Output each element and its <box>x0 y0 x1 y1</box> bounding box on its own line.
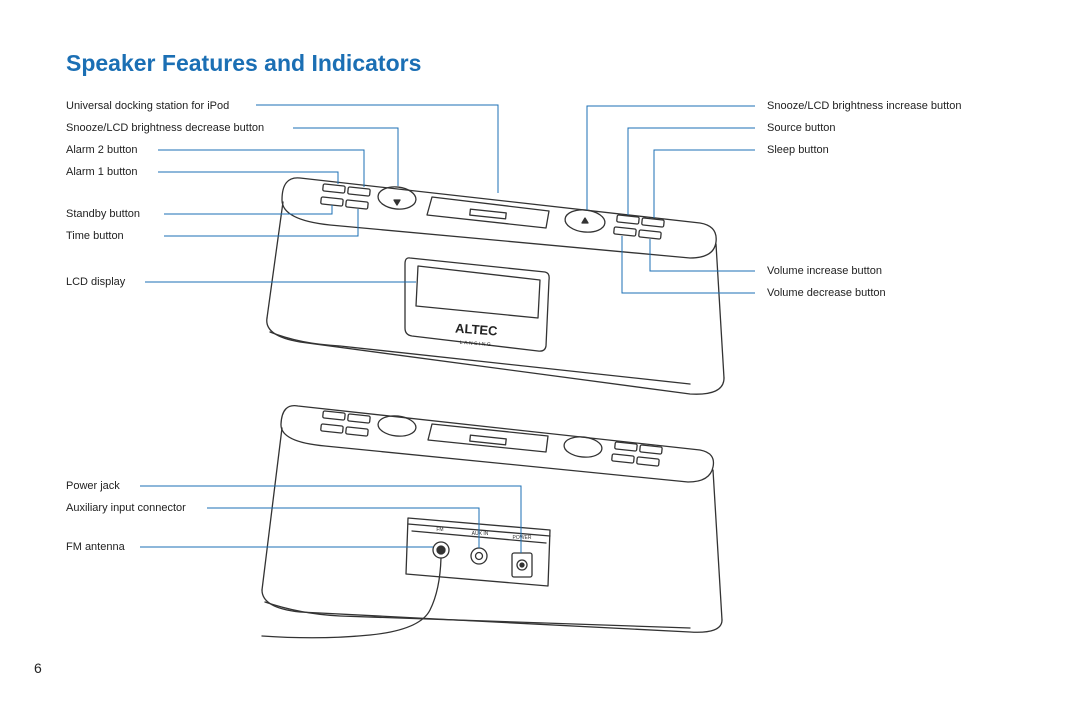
callout-volume-increase: Volume increase button <box>767 265 882 277</box>
leader-aux-input <box>207 507 480 548</box>
callout-lcd-display: LCD display <box>66 276 126 288</box>
front-body-right <box>715 243 725 379</box>
callout-sleep: Sleep button <box>767 144 829 156</box>
callout-snooze-decrease: Snooze/LCD brightness decrease button <box>66 122 265 134</box>
callout-snooze-increase: Snooze/LCD brightness increase button <box>767 100 962 112</box>
callout-alarm-2: Alarm 2 button <box>66 144 138 156</box>
rear-device-illustration <box>261 404 723 639</box>
front-dock-connector <box>469 208 507 220</box>
front-body-bottom <box>266 317 725 395</box>
callout-source: Source button <box>767 122 836 134</box>
callout-standby: Standby button <box>66 208 141 220</box>
aux-input-jack <box>470 547 488 565</box>
leader-standby <box>164 205 333 215</box>
leader-source <box>627 127 755 215</box>
front-body-band <box>269 331 691 385</box>
leader-alarm-2 <box>158 149 365 187</box>
fm-antenna-cable <box>261 557 442 639</box>
callout-aux-input: Auxiliary input connector <box>66 502 186 514</box>
front-top-surface <box>281 177 717 259</box>
leader-volume-increase <box>649 239 755 272</box>
leader-snooze-increase <box>586 105 755 210</box>
page-number: 6 <box>34 660 42 676</box>
callout-power-jack: Power jack <box>66 480 120 492</box>
front-body-left <box>266 201 284 319</box>
front-lcd-bezel <box>404 257 550 352</box>
callout-volume-decrease: Volume decrease button <box>767 287 886 299</box>
leader-time <box>164 209 359 237</box>
rear-dock-slot <box>427 423 549 453</box>
brand-logo: ALTEC <box>455 321 499 339</box>
page-title: Speaker Features and Indicators <box>66 50 422 76</box>
rear-connector-panel <box>405 517 551 587</box>
front-left-buttons <box>320 183 371 210</box>
front-device-illustration <box>266 177 725 395</box>
leader-alarm-1 <box>158 171 339 184</box>
leader-lines <box>140 104 755 553</box>
brand-logo-sub: LANSING <box>460 340 493 348</box>
front-right-buttons <box>613 214 665 240</box>
callout-fm-antenna: FM antenna <box>66 541 125 553</box>
front-snooze-right <box>564 209 606 233</box>
callout-time: Time button <box>66 230 124 242</box>
panel-label-aux: AUX IN <box>472 531 489 537</box>
leader-volume-decrease <box>621 236 755 294</box>
panel-label-power: POWER <box>513 535 532 541</box>
front-dock-slot <box>426 196 550 229</box>
power-jack <box>511 552 533 578</box>
leader-power-jack <box>140 485 522 553</box>
callout-docking-station: Universal docking station for iPod <box>66 100 230 112</box>
rear-top-surface <box>280 404 715 483</box>
leader-sleep <box>653 149 755 218</box>
leader-docking-station <box>256 104 499 193</box>
front-snooze-left <box>377 186 417 210</box>
leader-snooze-decrease <box>293 127 399 186</box>
callout-alarm-1: Alarm 1 button <box>66 166 138 178</box>
front-lcd-screen <box>415 265 541 319</box>
panel-label-fm: FM <box>436 527 443 533</box>
